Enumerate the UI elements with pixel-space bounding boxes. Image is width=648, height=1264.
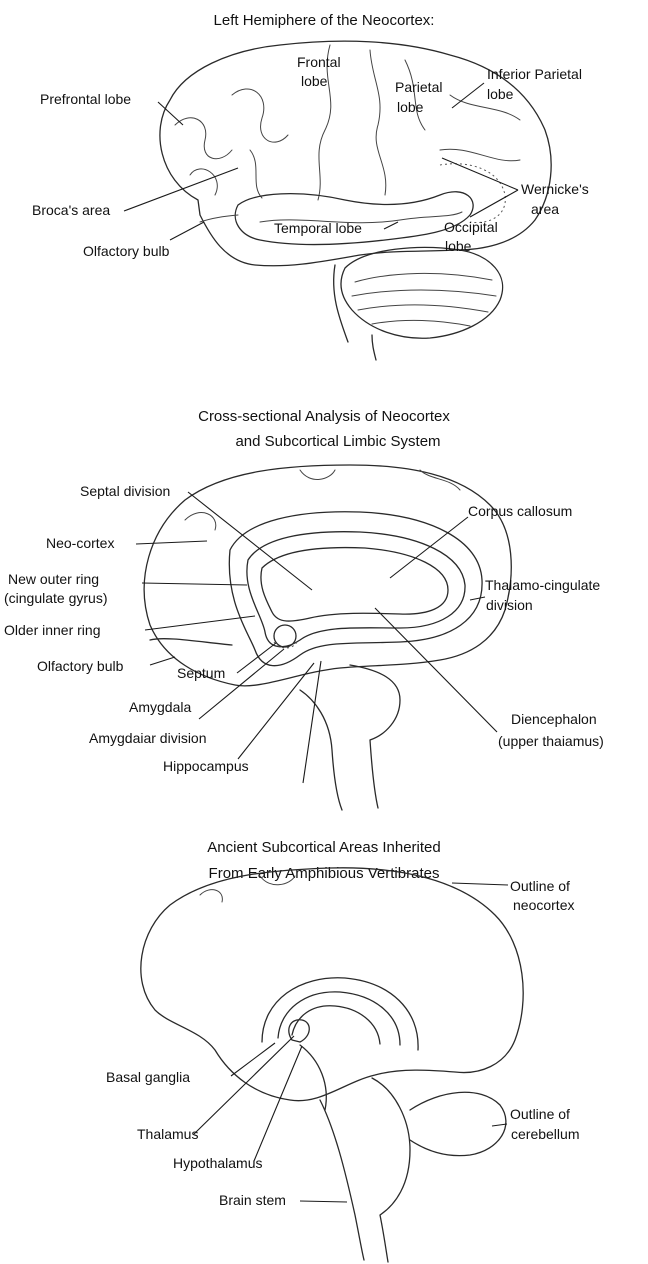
label-broca: Broca's area	[32, 202, 110, 218]
neocortex-outline-3	[141, 868, 523, 1101]
label-older-inner-ring: Older inner ring	[4, 622, 101, 638]
panel2-title-2: and Subcortical Limbic System	[235, 433, 440, 450]
frontal-gyri	[175, 89, 288, 198]
leader-broca	[124, 168, 238, 211]
label-parietal-2: lobe	[397, 99, 424, 115]
label-thalamus: Thalamus	[137, 1126, 198, 1142]
panel2-labels: Septal division Corpus callosum Neo-cort…	[4, 483, 604, 774]
label-hippocampus: Hippocampus	[163, 758, 249, 774]
label-occipital-2: lobe	[445, 238, 472, 254]
leader-inferior-parietal	[452, 83, 484, 108]
leader-wernicke	[442, 158, 518, 190]
leader-wernicke-2	[470, 190, 518, 217]
label-prefrontal: Prefrontal lobe	[40, 91, 131, 107]
label-occipital-1: Occipital	[444, 219, 498, 235]
label-olfactory-bulb-2: Olfactory bulb	[37, 658, 124, 674]
panel-lateral-brain: Left Hemiphere of the Neocortex:	[32, 12, 589, 360]
leader-neo-cortex	[136, 541, 207, 544]
label-amygdaiar-division: Amygdaiar division	[89, 730, 207, 746]
label-outline-neocortex-2: neocortex	[513, 897, 574, 913]
corpus-callosum-shape	[261, 548, 448, 622]
leader-basal-ganglia	[231, 1043, 275, 1076]
wernicke-region	[440, 164, 505, 223]
label-outline-cerebellum-1: Outline of	[510, 1106, 570, 1122]
label-septal-division: Septal division	[80, 483, 170, 499]
leader-amygdala	[199, 649, 284, 719]
label-septum: Septum	[177, 665, 225, 681]
label-outline-cerebellum-2: cerebellum	[511, 1126, 579, 1142]
panel3-title-1: Ancient Subcortical Areas Inherited	[207, 839, 440, 856]
leader-thalamo-cingulate	[470, 597, 485, 600]
temporal-lobe-outline	[235, 192, 473, 245]
label-hypothalamus: Hypothalamus	[173, 1155, 263, 1171]
label-diencephalon-2: (upper thaiamus)	[498, 733, 604, 749]
panel-limbic-section: Cross-sectional Analysis of Neocortex an…	[4, 408, 604, 810]
label-olfactory: Olfactory bulb	[83, 243, 170, 259]
brainstem-3	[320, 1078, 410, 1262]
leader-thalamus	[194, 1036, 294, 1134]
label-inferior-parietal-2: lobe	[487, 86, 514, 102]
neocortex-outline-2	[144, 465, 511, 686]
leader-septum	[237, 643, 276, 673]
label-new-outer-ring-1: New outer ring	[8, 571, 99, 587]
leader-temporal	[384, 222, 398, 229]
leader-olfactory	[170, 222, 204, 240]
older-inner-ring	[247, 532, 465, 647]
leader-olfactory-2	[150, 657, 175, 665]
label-frontal-2: lobe	[301, 73, 328, 89]
panel2-title-1: Cross-sectional Analysis of Neocortex	[198, 408, 450, 425]
panel3-labels: Outline of neocortex Basal ganglia Outli…	[106, 878, 579, 1208]
label-diencephalon-1: Diencephalon	[511, 711, 597, 727]
leader-brain-stem	[300, 1201, 347, 1202]
leader-older-inner-ring	[145, 616, 255, 630]
label-corpus-callosum: Corpus callosum	[468, 503, 572, 519]
leader-hippocampus	[303, 661, 321, 783]
leader-outline-cerebellum	[492, 1124, 507, 1126]
cerebellum-3	[410, 1092, 506, 1155]
panel1-leaders	[124, 83, 518, 240]
label-wernicke-2: area	[531, 201, 559, 217]
olfactory-tract	[200, 215, 238, 222]
ancient-brain-drawing	[141, 868, 523, 1262]
panel1-title: Left Hemiphere of the Neocortex:	[214, 12, 435, 29]
panel-ancient-subcortical: Ancient Subcortical Areas Inherited From…	[106, 839, 579, 1262]
label-outline-neocortex-1: Outline of	[510, 878, 570, 894]
label-inferior-parietal-1: Inferior Parietal	[487, 66, 582, 82]
brainstem-2	[300, 665, 400, 810]
olfactory-bulb-2	[150, 639, 232, 645]
leader-diencephalon	[375, 608, 497, 732]
cerebellum	[341, 247, 503, 338]
label-parietal-1: Parietal	[395, 79, 442, 95]
leader-outline-neocortex	[452, 883, 508, 885]
leader-hypothalamus	[254, 1046, 302, 1161]
basal-ganglia-arcs	[262, 978, 418, 1050]
label-thalamo-cingulate-2: division	[486, 597, 533, 613]
label-new-outer-ring-2: (cingulate gyrus)	[4, 590, 108, 606]
label-neo-cortex: Neo-cortex	[46, 535, 114, 551]
label-thalamo-cingulate-1: Thalamo-cingulate	[485, 577, 600, 593]
label-frontal-1: Frontal	[297, 54, 341, 70]
panel1-labels: Frontal lobe Parietal lobe Inferior Pari…	[32, 54, 589, 259]
cerebellum-folia	[352, 273, 496, 326]
septum-circle	[274, 625, 296, 647]
label-basal-ganglia: Basal ganglia	[106, 1069, 190, 1085]
label-temporal: Temporal lobe	[274, 220, 362, 236]
label-brain-stem: Brain stem	[219, 1192, 286, 1208]
cingulate-outer-ring	[229, 512, 482, 666]
leader-corpus-callosum	[390, 517, 468, 578]
label-wernicke-1: Wernicke's	[521, 181, 589, 197]
label-amygdala: Amygdala	[129, 699, 191, 715]
